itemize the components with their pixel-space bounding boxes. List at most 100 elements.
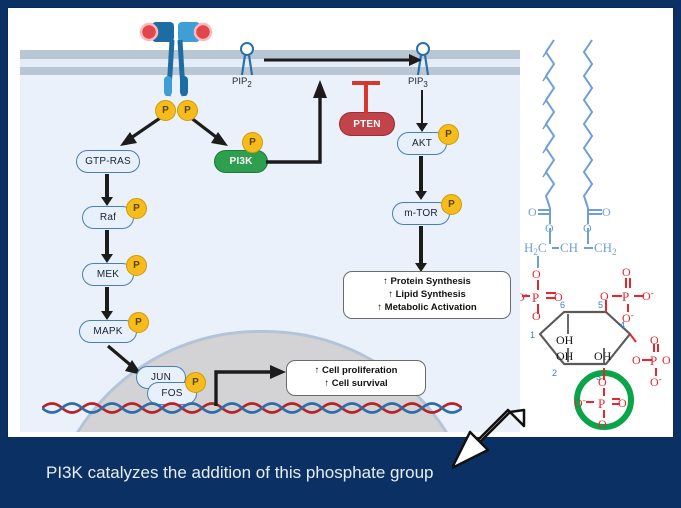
phosphate-4-o-minus-b: O- [650,374,662,389]
hydroxyl-6: OH [556,333,574,347]
arrow-junfos-to-proliferation [214,365,286,406]
ring-pos-5: 5 [598,300,603,310]
ester-oxygen-right: O [602,205,611,219]
node-mek[interactable]: MEK [82,263,134,286]
phosphate-badge-raf: P [126,198,147,219]
node-raf[interactable]: Raf [82,206,134,229]
phosphate-1-ester-o: O [532,309,541,323]
phosphate-5-o-minus-a: O- [642,288,654,303]
outcome-line-cell-proliferation: ↑ Cell proliferation [314,365,398,376]
pip2-label: PIP2 [232,76,252,89]
ring-pos-2: 2 [552,368,557,378]
phosphate-4-o-minus-a: O- [662,352,670,367]
arrow-pi3k-to-membrane [266,80,327,164]
inositol-position-labels: 1 2 3 4 5 6 [530,300,625,382]
node-pi3k[interactable]: PI3K [214,150,268,173]
pten-inhibition-symbol [352,81,380,114]
pip3-label: PIP3 [408,76,428,89]
ring-pos-1: 1 [530,330,535,340]
hydroxyl-1: OH [556,349,574,363]
phosphate-1-double-o: O [554,290,563,304]
figure-panel: P P PIP2 PIP3 GTP-RA [8,8,673,437]
ligand-left [139,22,159,42]
outcome-line-cell-survival: ↑ Cell survival [324,377,388,389]
membrane-inner-leaflet [20,67,526,75]
pointer-arrow [452,408,526,470]
arrow-mek-to-mapk [105,287,109,312]
proliferation-outcomes-box: ↑ Cell proliferation ↑ Cell survival [286,360,426,396]
membrane-core [20,59,526,67]
backbone-ch2: CH2 [594,240,617,257]
arrow-mtor-to-outcomes [419,226,423,264]
phosphate-3-p: P [598,396,605,411]
arrow-raf-to-mek [105,230,109,255]
phosphate-1-p: P [532,290,539,305]
ester-oxygen-left: O [528,205,537,219]
dna-double-helix [42,402,462,414]
arrow-pip3-to-akt [421,90,424,124]
outcome-line-protein-synthesis: ↑ Protein Synthesis [383,276,471,287]
pip3-subscript: 3 [423,79,428,89]
pip3-chemical-structure: O O O O H2C CH CH2 O [520,12,670,432]
phosphate-5-bonds [605,278,644,312]
phosphate-4-p: P [650,353,657,368]
phosphate-badge-pi3k: P [242,132,263,153]
backbone-h2c: H2C [524,240,547,257]
caption-text: PI3K catalyzes the addition of this phos… [46,462,434,482]
fatty-acid-tails [542,39,594,209]
phosphate-5-ester-o: O [600,289,609,303]
phosphate-1-bonds [522,280,556,314]
pip3-lipid-icon [416,42,430,76]
ligand-right [193,22,213,42]
phosphate-badge-akt: P [438,124,459,145]
ring-pos-6: 6 [560,300,565,310]
hydroxyl-bonds [567,314,605,364]
phosphate-3-bonds [586,368,620,418]
membrane-outer-leaflet [20,50,526,59]
outcome-line-metabolic-activation: ↑ Metabolic Activation [377,301,477,313]
glycerol-oxygen-right: O [583,221,592,235]
phosphate-badge-mek: P [126,255,147,276]
pip2-lipid-icon [240,42,254,76]
pip3-base: PIP [408,76,424,87]
node-gtp-ras[interactable]: GTP-RAS [76,150,140,173]
chemical-structure-svg: O O O O H2C CH CH2 O [520,39,670,431]
node-fos[interactable]: FOS [147,382,197,405]
phosphodiester-oxygen: O [532,267,541,281]
arrow-ras-to-raf [105,174,109,198]
phosphate-badge-receptor-left: P [155,100,176,121]
phosphate-3-o-minus: O- [574,395,586,410]
glycerol-oxygen-left: O [545,221,554,235]
signaling-pathway-diagram: P P PIP2 PIP3 GTP-RA [14,12,526,432]
phosphate-5-p: P [622,289,629,304]
pip2-base: PIP [232,76,248,87]
phosphate-4-bonds [629,333,659,376]
phosphate-badge-mapk: P [128,312,149,333]
pip2-to-pip3-arrow [264,54,422,66]
phosphate-badge-fos: P [185,372,206,393]
phosphate-4-ester-o: O [632,353,641,367]
phosphate-badge-mtor: P [441,194,462,215]
phosphate-3-ester-o: O [598,375,607,389]
phosphate-4-double-o: O [650,333,659,347]
phosphate-3-terminal-o: O [598,417,607,431]
phosphate-5-double-o: O [622,265,631,279]
arrow-akt-to-mtor [419,156,423,192]
inositol-hydroxyls: OH OH OH [556,333,612,363]
receptor-tyrosine-kinase [139,22,213,97]
inositol-ring [538,310,632,366]
caption-bar: PI3K catalyzes the addition of this phos… [0,437,681,508]
backbone-ch: CH [560,240,578,255]
ring-pos-3: 3 [596,372,601,382]
glycerol-backbone: H2C CH CH2 [524,240,617,257]
ring-pos-4: 4 [620,320,625,330]
phosphate-3-double-o: O [618,396,627,410]
ester-linkages [538,208,602,244]
outcome-line-lipid-synthesis: ↑ Lipid Synthesis [388,288,466,300]
metabolic-outcomes-box: ↑ Protein Synthesis ↑ Lipid Synthesis ↑ … [343,271,511,320]
backbone-bonds [537,247,593,268]
receptor-branch-arrows [120,112,228,146]
node-mapk[interactable]: MAPK [79,320,137,343]
pip2-subscript: 2 [247,79,252,89]
hydroxyl-2: OH [594,349,612,363]
